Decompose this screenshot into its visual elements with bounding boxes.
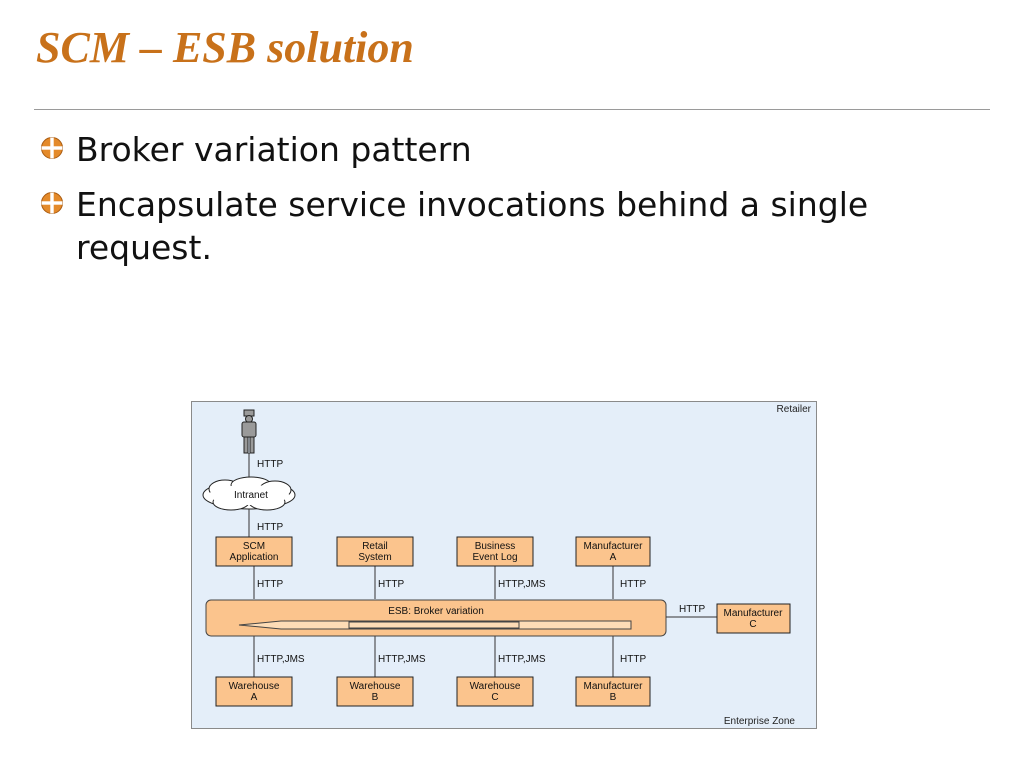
svg-text:Event Log: Event Log	[472, 552, 517, 563]
warehouse-a-node: HTTP,JMS Warehouse A	[215, 654, 305, 707]
manufacturer-a-node: Manufacturer A HTTP	[575, 536, 651, 599]
svg-text:Warehouse: Warehouse	[350, 681, 401, 692]
bullet-item: Broker variation pattern	[40, 128, 940, 171]
svg-text:Application: Application	[230, 552, 279, 563]
link-label: HTTP	[620, 579, 646, 590]
zone-label-retailer: Retailer	[777, 404, 812, 415]
warehouse-c-node: HTTP,JMS Warehouse C	[456, 654, 546, 707]
svg-text:B: B	[610, 692, 617, 703]
bullet-item: Encapsulate service invocations behind a…	[40, 183, 940, 269]
svg-text:Manufacturer: Manufacturer	[724, 608, 784, 619]
svg-text:SCM: SCM	[243, 541, 265, 552]
user-link-label: HTTP	[257, 459, 283, 470]
esb-bus-label: ESB: Broker variation	[388, 606, 484, 617]
warehouse-b-node: HTTP,JMS Warehouse B	[336, 654, 426, 707]
slide-title: SCM – ESB solution	[36, 23, 414, 72]
link-label: HTTP,JMS	[498, 579, 546, 590]
link-label: HTTP,JMS	[498, 654, 546, 665]
svg-text:A: A	[251, 692, 258, 703]
cloud-link-label: HTTP	[257, 522, 283, 533]
svg-text:A: A	[610, 552, 617, 563]
esb-diagram: Retailer Enterprise Zone HTTP Intranet H…	[191, 401, 817, 729]
svg-text:Retail: Retail	[362, 541, 388, 552]
svg-text:Warehouse: Warehouse	[470, 681, 521, 692]
bullet-icon	[41, 137, 63, 159]
scm-application-node: SCM Application HTTP	[215, 536, 293, 599]
bullet-icon	[41, 192, 63, 214]
link-label: HTTP,JMS	[378, 654, 426, 665]
bullet-text: Encapsulate service invocations behind a…	[76, 185, 869, 267]
esb-bus: ESB: Broker variation	[205, 599, 667, 637]
user-icon	[241, 409, 257, 454]
link-label: HTTP	[620, 654, 646, 665]
svg-text:Business: Business	[475, 541, 516, 552]
svg-text:System: System	[358, 552, 391, 563]
link-label: HTTP	[679, 604, 705, 615]
bullet-text: Broker variation pattern	[76, 130, 472, 169]
business-event-log-node: Business Event Log HTTP,JMS	[456, 536, 546, 599]
retail-system-node: Retail System HTTP	[336, 536, 414, 599]
svg-text:C: C	[491, 692, 498, 703]
svg-text:Warehouse: Warehouse	[229, 681, 280, 692]
svg-text:Manufacturer: Manufacturer	[584, 681, 644, 692]
link-label: HTTP,JMS	[257, 654, 305, 665]
intranet-label: Intranet	[234, 490, 268, 501]
link-label: HTTP	[378, 579, 404, 590]
manufacturer-c-node: HTTP Manufacturer C	[666, 603, 791, 634]
title-divider	[34, 109, 990, 110]
zone-label-enterprise: Enterprise Zone	[724, 716, 796, 727]
svg-text:C: C	[749, 619, 756, 630]
link-label: HTTP	[257, 579, 283, 590]
svg-text:Manufacturer: Manufacturer	[584, 541, 644, 552]
bullet-list: Broker variation pattern Encapsulate ser…	[40, 128, 940, 281]
svg-text:B: B	[372, 692, 379, 703]
manufacturer-b-node: HTTP Manufacturer B	[575, 654, 651, 707]
